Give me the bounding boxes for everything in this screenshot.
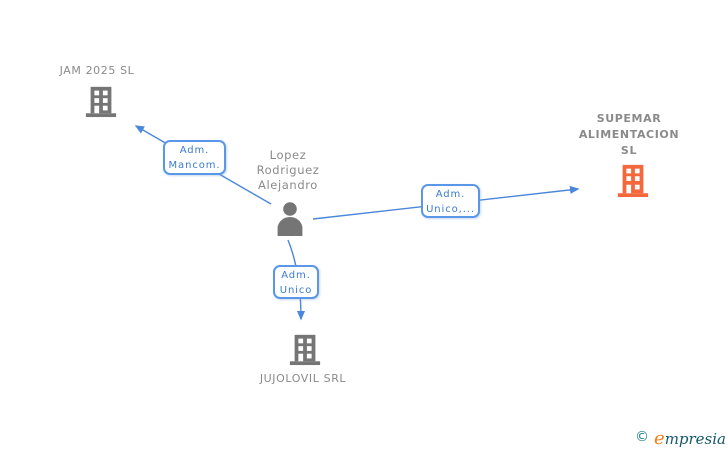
relation-label-line: Adm. <box>435 189 466 200</box>
relation-label-adm-unico[interactable]: Adm. Unico <box>273 265 319 299</box>
relation-label-adm-mancom[interactable]: Adm. Mancom. <box>163 140 226 175</box>
person-icon[interactable] <box>274 201 306 240</box>
company-name-line: SL <box>620 144 638 157</box>
company-label-supemar[interactable]: SUPEMAR ALIMENTACION SL <box>559 111 699 159</box>
building-icon[interactable] <box>84 84 118 122</box>
person-name-line: Alejandro <box>258 178 318 192</box>
person-name-line: Rodriguez <box>256 163 320 177</box>
brand-initial: e <box>654 428 665 449</box>
company-name-line: ALIMENTACION <box>578 128 680 141</box>
person-label[interactable]: Lopez Rodriguez Alejandro <box>218 148 358 193</box>
company-label-jujolovil[interactable]: JUJOLOVIL SRL <box>259 372 347 385</box>
building-icon[interactable] <box>288 332 322 370</box>
brand-wordmark: empresia <box>654 429 726 448</box>
building-icon-highlighted[interactable] <box>616 162 650 202</box>
company-label-jam[interactable]: JAM 2025 SL <box>59 64 135 77</box>
relation-label-line: Unico <box>279 284 313 296</box>
company-name-line: SUPEMAR <box>596 112 662 125</box>
relation-label-line: Mancom. <box>168 159 221 171</box>
copyright-icon: © <box>635 429 650 445</box>
person-name-line: Lopez <box>269 148 307 162</box>
empresia-logo[interactable]: © empresia <box>635 429 726 448</box>
brand-rest: mpresia <box>664 430 726 448</box>
relation-label-adm-unico-etc[interactable]: Adm. Unico,... <box>421 184 480 218</box>
relation-label-line: Adm. <box>281 270 311 281</box>
relation-label-line: Adm. <box>179 145 210 156</box>
relation-label-line: Unico,... <box>426 203 475 215</box>
